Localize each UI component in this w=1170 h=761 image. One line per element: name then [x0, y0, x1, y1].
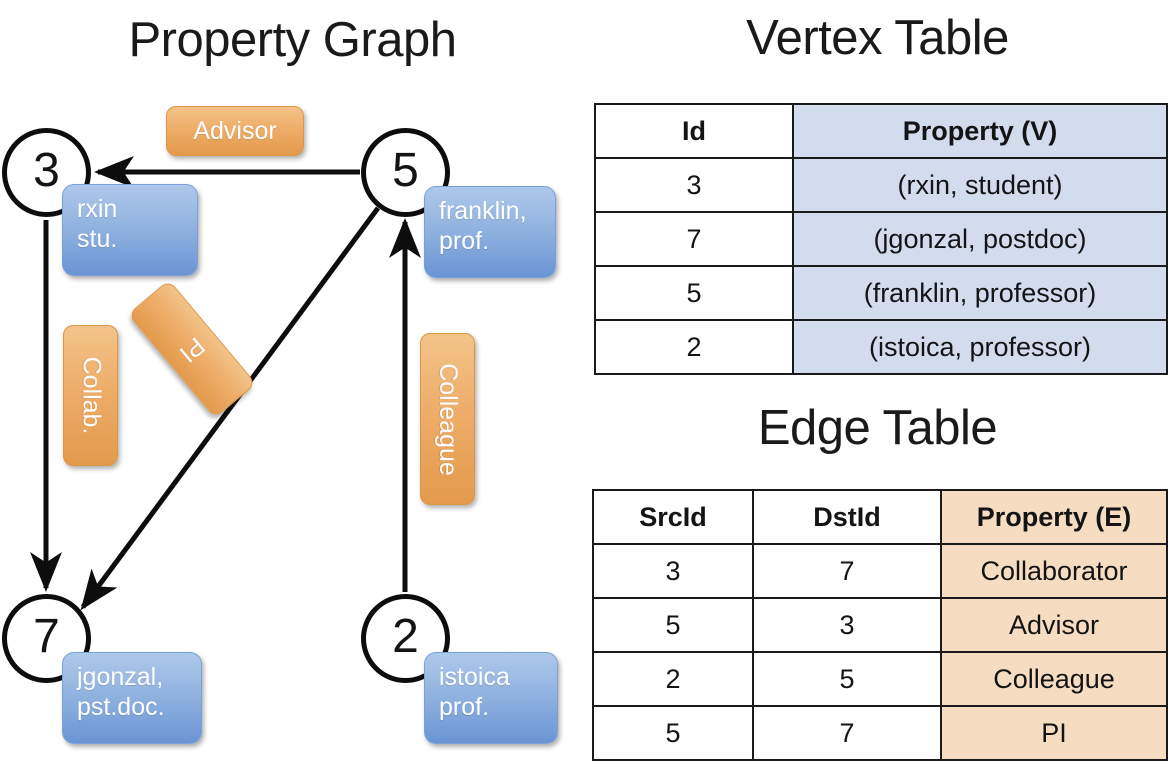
table-row: 5 (franklin, professor): [594, 265, 1168, 321]
vertex-table-header-property: Property (V): [792, 103, 1168, 159]
page-title-vertex-table: Vertex Table: [746, 11, 1009, 65]
edge-table-header-row: SrcId DstId Property (E): [592, 489, 1168, 545]
vertex-property-badge-5[interactable]: franklin, prof.: [424, 186, 556, 278]
table-row: 5 7 PI: [592, 705, 1168, 761]
edge-label-badge-collab[interactable]: Collab.: [63, 325, 118, 466]
edge-table-cell-srcid: 5: [592, 705, 754, 761]
table-row: 3 (rxin, student): [594, 157, 1168, 213]
vertex-table-cell-property: (rxin, student): [792, 157, 1168, 213]
edge-label-badge-colleague[interactable]: Colleague: [420, 333, 475, 505]
vertex-property-badge-2[interactable]: istoica prof.: [424, 652, 558, 744]
edge-table-header-property: Property (E): [940, 489, 1168, 545]
edge-label-advisor-text: Advisor: [193, 116, 277, 145]
table-row: 2 5 Colleague: [592, 651, 1168, 707]
vertex-table: Id Property (V) 3 (rxin, student) 7 (jgo…: [594, 103, 1168, 375]
vertex-property-badge-3[interactable]: rxin stu.: [62, 184, 198, 276]
edge-table: SrcId DstId Property (E) 3 7 Collaborato…: [592, 489, 1168, 761]
edge-5-to-7: [80, 206, 381, 611]
table-row: 2 (istoica, professor): [594, 319, 1168, 375]
graph-node-2[interactable]: 2: [361, 594, 450, 683]
vertex-table-header-row: Id Property (V): [594, 103, 1168, 159]
vertex-property-badge-2-line1: istoica: [439, 663, 510, 691]
edge-table-cell-property: Advisor: [940, 597, 1168, 653]
edge-label-collab-text: Collab.: [77, 356, 106, 435]
table-row: 5 3 Advisor: [592, 597, 1168, 653]
edge-table-cell-dstid: 7: [752, 543, 942, 599]
edge-table-header-srcid: SrcId: [592, 489, 754, 545]
edge-table-cell-property: PI: [940, 705, 1168, 761]
page-title-property-graph: Property Graph: [128, 13, 458, 67]
table-row: 3 7 Collaborator: [592, 543, 1168, 599]
vertex-property-badge-3-line2: stu.: [77, 224, 118, 253]
vertex-property-badge-7-line1: jgonzal,: [77, 663, 164, 691]
page-title-edge-table: Edge Table: [757, 401, 998, 455]
edge-table-header-dstid: DstId: [752, 489, 942, 545]
edge-table-cell-srcid: 2: [592, 651, 754, 707]
edge-label-badge-advisor[interactable]: Advisor: [166, 106, 304, 156]
vertex-property-badge-3-line1: rxin: [77, 195, 118, 223]
edge-table-cell-dstid: 5: [752, 651, 942, 707]
edge-table-cell-dstid: 3: [752, 597, 942, 653]
vertex-table-cell-id: 2: [594, 319, 794, 375]
edge-table-cell-property: Colleague: [940, 651, 1168, 707]
edge-label-colleague-text: Colleague: [434, 362, 462, 476]
vertex-property-badge-2-line2: prof.: [439, 692, 490, 721]
graph-edge-arrows: [30, 156, 421, 611]
vertex-property-badge-5-line1: franklin,: [439, 197, 527, 225]
vertex-table-cell-property: (istoica, professor): [792, 319, 1168, 375]
graph-node-5[interactable]: 5: [361, 128, 450, 217]
edge-table-cell-srcid: 5: [592, 597, 754, 653]
vertex-table-header-id: Id: [594, 103, 794, 159]
edge-label-pi-text: PI: [174, 331, 211, 368]
vertex-table-cell-property: (franklin, professor): [792, 265, 1168, 321]
graph-node-2-label: 2: [392, 609, 419, 663]
vertex-table-cell-property: (jgonzal, postdoc): [792, 211, 1168, 267]
edge-table-cell-srcid: 3: [592, 543, 754, 599]
table-row: 7 (jgonzal, postdoc): [594, 211, 1168, 267]
vertex-table-cell-id: 5: [594, 265, 794, 321]
vertex-table-cell-id: 3: [594, 157, 794, 213]
vertex-property-badge-7[interactable]: jgonzal, pst.doc.: [62, 652, 202, 744]
vertex-property-badge-5-line2: prof.: [439, 226, 490, 255]
graph-node-5-label: 5: [392, 143, 419, 197]
edge-table-cell-property: Collaborator: [940, 543, 1168, 599]
graph-node-7-label: 7: [33, 609, 60, 663]
vertex-property-badge-7-line2: pst.doc.: [77, 692, 165, 721]
edge-table-cell-dstid: 7: [752, 705, 942, 761]
graph-node-3-label: 3: [33, 143, 60, 197]
vertex-table-cell-id: 7: [594, 211, 794, 267]
